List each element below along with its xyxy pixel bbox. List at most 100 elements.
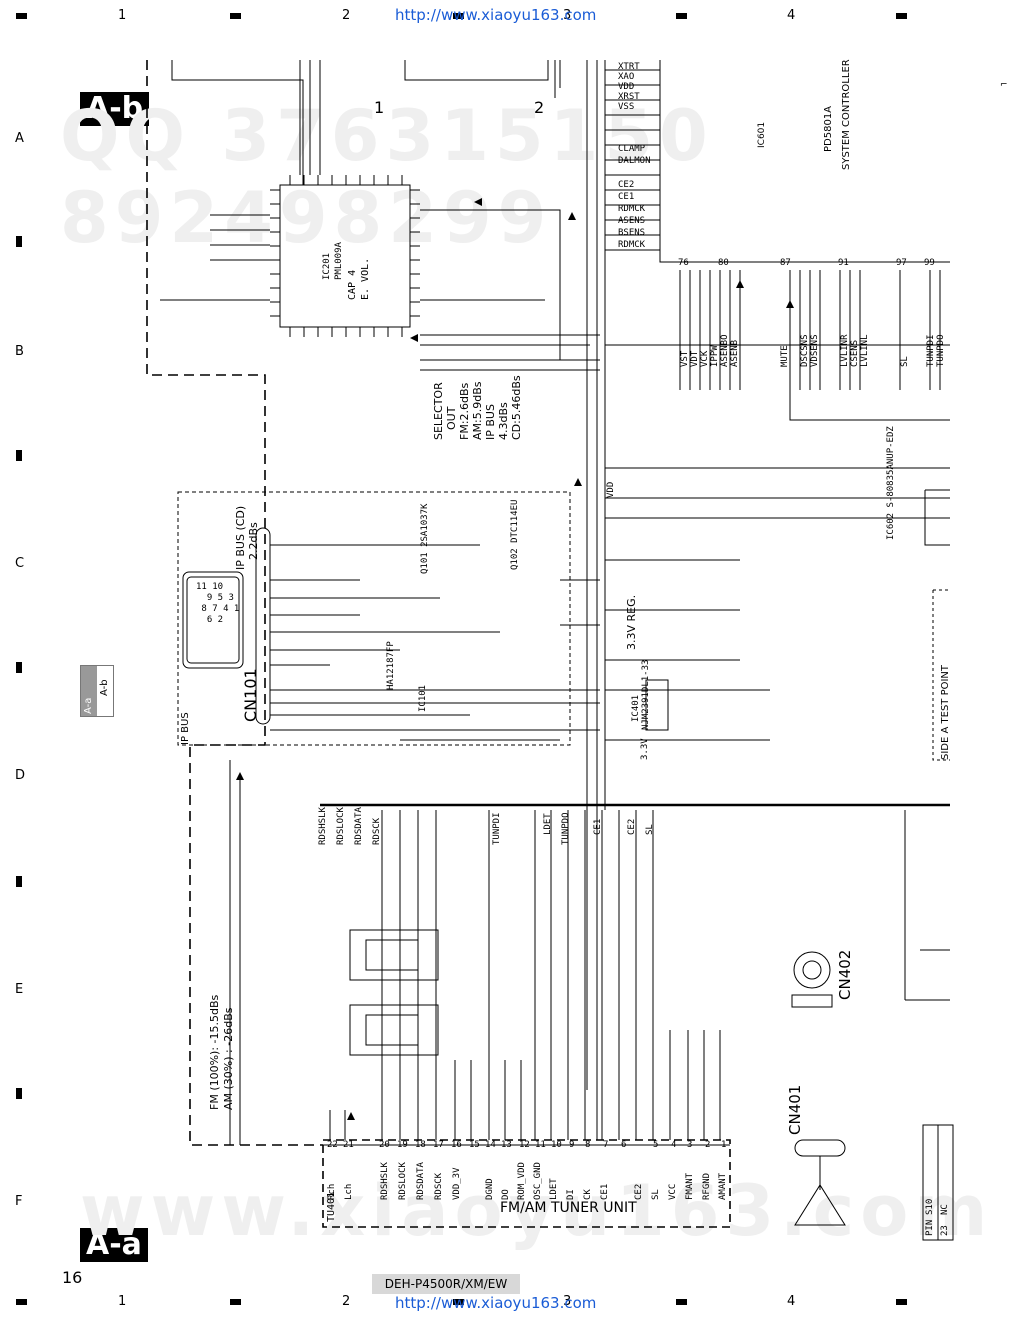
tuner-pin-number: 14: [485, 1140, 496, 1150]
grid-mark: [230, 1299, 241, 1305]
grid-mark: [676, 13, 687, 19]
tuner-pin-number: 13: [501, 1140, 512, 1150]
tuner-pin-rfgnd: RFGND: [702, 1172, 712, 1200]
controller-pin-asenbo: ASENBO: [720, 334, 730, 367]
grid-column-4: 4: [787, 8, 796, 23]
grid-mark: ⌐: [1000, 80, 1008, 90]
tuner-pin-lch: Lch: [344, 1183, 354, 1200]
tuner-pin-rdslock: RDSLOCK: [398, 1162, 408, 1200]
grid-mark: [16, 13, 27, 19]
tuner-pin-number: 4: [671, 1140, 677, 1150]
evol-cap-label: CAP 4: [347, 269, 358, 300]
controller-pin-number: 97: [896, 258, 907, 268]
controller-pin-asenb: ASENB: [730, 339, 740, 367]
tuner-pin-vdd-3v: VDD_3V: [452, 1167, 462, 1200]
grid-column-2: 2: [342, 8, 351, 23]
tuner-pin-do: DO: [501, 1189, 511, 1200]
bus-net-rdshslk: RDSHSLK: [318, 807, 328, 845]
bus-net-tunpdo: TUNPDO: [561, 812, 571, 845]
tuner-pin-number: 22: [327, 1140, 338, 1150]
grid-column-4-bottom: 4: [787, 1294, 796, 1309]
selector-ipbus-level: 4.3dBs: [497, 402, 510, 440]
tuner-pin-rdsdata: RDSDATA: [416, 1162, 426, 1200]
controller-left-pin: RDMCK: [618, 204, 646, 214]
grid-column-1-bottom: 1: [118, 1294, 127, 1309]
tuner-pin-osc-gnd: OSC_GND: [533, 1162, 543, 1200]
watermark-url-bottom: http://www.xiaoyu163.com: [395, 1294, 597, 1312]
marker-2: 2: [534, 98, 545, 117]
tuner-pin-number: 15: [469, 1140, 480, 1150]
grid-mark: [16, 876, 22, 887]
test-point-label: SIDE A TEST POINT: [940, 664, 951, 760]
controller-pin-csens: CSENS: [850, 339, 860, 367]
tuner-pin-row: 22 Rch 21 Lch 20 RDSHSLK 19 RDSLOCK 18 R…: [323, 1140, 730, 1210]
tuner-pin-ck: CK: [583, 1189, 593, 1200]
controller-left-pin: CLAMP: [618, 144, 646, 154]
pin-table-pin: PIN: [925, 1219, 935, 1236]
tuner-pin-number: 19: [397, 1140, 408, 1150]
ic602-label: IC602 S-80835ANUP-EDZ: [886, 426, 896, 540]
tuner-pin-number: 16: [451, 1140, 462, 1150]
grid-row-A: A: [15, 131, 24, 146]
controller-left-pin: ASENS: [618, 216, 646, 226]
selector-am: AM:5.9dBs: [471, 381, 484, 440]
pin-table-s10: S10: [925, 1198, 935, 1215]
controller-left-pin: XAO: [618, 72, 635, 82]
bus-net-rdsck: RDSCK: [372, 817, 382, 845]
tuner-pin-number: 18: [415, 1140, 426, 1150]
controller-left-pin: VSS: [618, 102, 635, 112]
grid-column-2-bottom: 2: [342, 1294, 351, 1309]
regulator-output: 3.3V: [640, 738, 650, 760]
selector-fm: FM:2.6dBs: [458, 382, 471, 440]
grid-mark: [453, 1299, 464, 1305]
watermark-qq: QQ 376315150 892498299: [60, 95, 714, 259]
controller-pin-vdt: VDT: [690, 350, 700, 367]
cn402-label: CN402: [836, 949, 854, 1000]
grid-mark: [16, 1088, 22, 1099]
selector-ipbus: IP BUS: [484, 404, 497, 440]
tuner-pin-number: 21: [343, 1140, 354, 1150]
controller-left-pin: XRST: [618, 92, 640, 102]
tuner-pin-number: 3: [687, 1140, 693, 1150]
q102-label: Q102 DTC114EU: [510, 499, 520, 570]
tuner-pin-rom-vdd: ROM_VDD: [517, 1162, 527, 1200]
pin-table-nc: NC: [940, 1204, 950, 1215]
bus-net-tunpdi: TUNPDI: [492, 812, 502, 845]
ip-bus-cd-gain: 2.2dBs: [247, 522, 260, 560]
controller-pin-dscsns: DSCSNS: [800, 334, 810, 367]
tuner-pin-number: 1: [721, 1140, 727, 1150]
grid-mark: [16, 450, 22, 461]
tuner-pin-ldet: LDET: [549, 1178, 559, 1200]
page-number: 16: [62, 1268, 83, 1287]
controller-pin-lvlinl: LVLINL: [860, 334, 870, 367]
controller-pin-vdsens: VDSENS: [810, 334, 820, 367]
section-tag-a-b: A-b: [80, 92, 150, 126]
controller-pin-number: 76: [678, 258, 689, 268]
pin-table-23: 23: [940, 1225, 950, 1236]
tuner-pin-number: 9: [569, 1140, 575, 1150]
grid-mark: [896, 1299, 907, 1305]
grid-row-F: F: [15, 1194, 23, 1209]
tuner-pin-rdshslk: RDSHSLK: [380, 1162, 390, 1200]
grid-column-1: 1: [118, 8, 127, 23]
cn101-label: CN101: [241, 668, 260, 722]
controller-left-pin: CE1: [618, 192, 635, 202]
controller-left-pin: XTRT: [618, 62, 640, 72]
controller-pin-number: 91: [838, 258, 849, 268]
q101-label: Q101 2SA1037K: [420, 503, 430, 574]
controller-pin-ippw: IPPW: [710, 345, 720, 367]
tuner-pin-number: 8: [585, 1140, 591, 1150]
model-number-footer: DEH-P4500R/XM/EW: [372, 1274, 520, 1294]
ip-bus-label: IP BUS: [180, 712, 191, 745]
bus-net-rdsdata: RDSDATA: [354, 807, 364, 845]
am-level-note: AM (30%) : -26dBs: [222, 1007, 235, 1110]
regulator-ic-part: NJM2391DL1-33: [641, 659, 651, 730]
controller-pin-mute: MUTE: [780, 345, 790, 367]
controller-pin-vck: VCK: [700, 350, 710, 367]
ip-bus-cd-label: IP BUS (CD): [234, 505, 247, 570]
grid-row-B: B: [15, 344, 24, 359]
system-controller-label: SYSTEM CONTROLLER: [841, 59, 852, 170]
tuner-pin-amant: AMANT: [718, 1172, 728, 1200]
